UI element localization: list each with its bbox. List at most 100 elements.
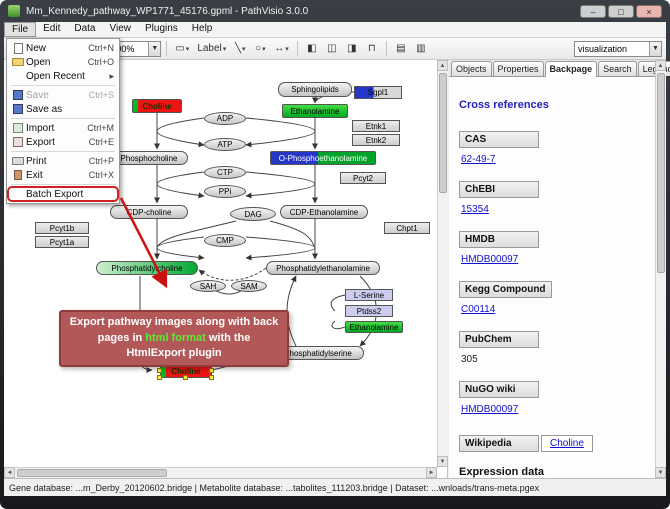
pathway-node-ptdss2[interactable]: Ptdss2 bbox=[345, 305, 393, 317]
tab-objects[interactable]: Objects bbox=[451, 61, 492, 76]
pathway-node-chpt1[interactable]: Chpt1 bbox=[384, 222, 430, 234]
menu-data[interactable]: Data bbox=[74, 23, 96, 34]
line-tool[interactable]: ╲▾ bbox=[231, 40, 249, 57]
xref-db-header: PubChem bbox=[459, 331, 539, 348]
selection-handle[interactable] bbox=[183, 375, 188, 380]
panel-vscroll-thumb[interactable] bbox=[657, 73, 665, 273]
pathway-node-phosphocholine[interactable]: Phosphocholine bbox=[110, 151, 188, 165]
selection-handle[interactable] bbox=[209, 368, 214, 373]
tab-backpage[interactable]: Backpage bbox=[544, 61, 598, 77]
pathway-node-phosphatidylcholine[interactable]: Phosphatidylcholine bbox=[96, 261, 198, 275]
pathway-node-sah[interactable]: SAH bbox=[190, 280, 226, 292]
pathway-node-ppi[interactable]: PPi bbox=[204, 185, 246, 198]
gene-product-tool[interactable]: ▭▾ bbox=[172, 40, 192, 57]
panel-scroll-up-icon[interactable]: ▲ bbox=[655, 60, 666, 71]
pathway-node-pcyt2[interactable]: Pcyt2 bbox=[340, 172, 386, 184]
close-button[interactable]: × bbox=[636, 4, 662, 18]
pathway-node-etnk1[interactable]: Etnk1 bbox=[352, 120, 400, 132]
pathway-node-o-phosphoethanolamine[interactable]: O-Phosphoethanolamine bbox=[270, 151, 376, 165]
chevron-down-icon[interactable]: ▼ bbox=[148, 41, 161, 56]
annotation-line-3: HtmlExport plugin bbox=[126, 347, 222, 360]
align-top-button[interactable]: ⊓ bbox=[363, 40, 381, 57]
zoom-combo[interactable]: 100%▼ bbox=[107, 40, 162, 57]
pathway-node-ethanolamine[interactable]: Ethanolamine bbox=[345, 321, 403, 333]
selection-handle[interactable] bbox=[157, 375, 162, 380]
pathway-node-atp[interactable]: ATP bbox=[204, 138, 246, 151]
pathway-node-ctp[interactable]: CTP bbox=[204, 166, 246, 179]
align-left-button[interactable]: ◧ bbox=[303, 40, 321, 57]
menu-view[interactable]: View bbox=[109, 23, 131, 34]
pathway-node-ethanolamine[interactable]: Ethanolamine bbox=[282, 104, 348, 118]
connector-icon: ↔ bbox=[274, 43, 285, 54]
pathway-node-phosphatidylserine[interactable]: Phosphatidylserine bbox=[272, 346, 364, 360]
file-menu-item-open-recent[interactable]: Open Recent▸ bbox=[8, 69, 118, 83]
pathway-node-sam[interactable]: SAM bbox=[231, 280, 267, 292]
pathway-node-cdp-choline[interactable]: CDP-choline bbox=[110, 205, 188, 219]
annotation-highlight: html format bbox=[145, 331, 206, 344]
panel-scroll-down-icon[interactable]: ▼ bbox=[655, 467, 666, 478]
pathway-node-cmp[interactable]: CMP bbox=[204, 234, 246, 247]
chevron-down-icon[interactable]: ▾ bbox=[262, 45, 266, 53]
xref-id-link[interactable]: C00114 bbox=[461, 304, 496, 315]
menu-separator bbox=[11, 85, 115, 86]
menu-file[interactable]: File bbox=[4, 22, 37, 37]
pathway-node-pcyt1b[interactable]: Pcyt1b bbox=[35, 222, 89, 234]
chevron-down-icon[interactable]: ▾ bbox=[222, 45, 227, 53]
titlebar[interactable]: Mm_Kennedy_pathway_WP1771_45176.gpml - P… bbox=[0, 0, 670, 22]
chevron-down-icon[interactable]: ▾ bbox=[242, 45, 246, 53]
canvas-vertical-scrollbar[interactable]: ▲ ▼ bbox=[437, 60, 448, 467]
tab-properties[interactable]: Properties bbox=[492, 61, 544, 76]
pathway-node-etnk2[interactable]: Etnk2 bbox=[352, 134, 400, 146]
chevron-down-icon[interactable]: ▾ bbox=[285, 45, 289, 53]
minimize-button[interactable]: – bbox=[580, 4, 606, 18]
stack-horizontal-button[interactable]: ▥ bbox=[412, 40, 430, 57]
chevron-down-icon[interactable]: ▼ bbox=[649, 41, 661, 56]
menu-plugins[interactable]: Plugins bbox=[144, 23, 178, 34]
maximize-button[interactable]: □ bbox=[608, 4, 634, 18]
align-right-button[interactable]: ◨ bbox=[343, 40, 361, 57]
file-menu-item-save-as[interactable]: Save as bbox=[8, 102, 118, 116]
xref-id-link[interactable]: Choline bbox=[541, 435, 593, 452]
shape-tool[interactable]: ○▾ bbox=[251, 40, 269, 57]
file-menu-item-batch-export[interactable]: Batch Export bbox=[7, 186, 119, 202]
pathway-node-pcyt1a[interactable]: Pcyt1a bbox=[35, 236, 89, 248]
pathway-node-cdp-ethanolamine[interactable]: CDP-Ethanolamine bbox=[280, 205, 368, 219]
scroll-left-icon[interactable]: ◄ bbox=[4, 467, 15, 478]
selection-handle[interactable] bbox=[209, 375, 214, 380]
align-center-button[interactable]: ◫ bbox=[323, 40, 341, 57]
pathway-node-phosphatidylethanolamine[interactable]: Phosphatidylethanolamine bbox=[266, 261, 380, 275]
stack-vertical-button[interactable]: ▤ bbox=[392, 40, 410, 57]
canvas-horizontal-scrollbar[interactable]: ◄ ► bbox=[4, 467, 437, 478]
chevron-down-icon[interactable]: ▾ bbox=[185, 45, 190, 53]
visualization-combo[interactable]: visualization▼ bbox=[574, 40, 662, 57]
panel-vertical-scrollbar[interactable]: ▲ ▼ bbox=[655, 60, 666, 478]
xref-id-link[interactable]: HMDB00097 bbox=[461, 404, 519, 415]
pathway-node-sphingolipids[interactable]: Sphingolipids bbox=[278, 82, 352, 97]
pathway-node-l-serine[interactable]: L-Serine bbox=[345, 289, 393, 301]
scroll-right-icon[interactable]: ► bbox=[426, 467, 437, 478]
xref-id-link[interactable]: 15354 bbox=[461, 204, 489, 215]
canvas-hscroll-thumb[interactable] bbox=[17, 469, 167, 477]
pathway-node-adp[interactable]: ADP bbox=[204, 112, 246, 125]
connector-tool[interactable]: ↔▾ bbox=[271, 40, 292, 57]
scroll-up-icon[interactable]: ▲ bbox=[437, 60, 448, 71]
tab-search[interactable]: Search bbox=[598, 61, 637, 76]
canvas-vscroll-thumb[interactable] bbox=[439, 73, 447, 193]
label-tool[interactable]: Label▾ bbox=[194, 40, 229, 57]
pathway-node-dag[interactable]: DAG bbox=[230, 207, 276, 221]
xref-id-link[interactable]: HMDB00097 bbox=[461, 254, 519, 265]
selection-handle[interactable] bbox=[157, 368, 162, 373]
xref-id-link[interactable]: 62-49-7 bbox=[461, 154, 496, 165]
menu-edit[interactable]: Edit bbox=[43, 23, 61, 34]
scroll-down-icon[interactable]: ▼ bbox=[437, 456, 448, 467]
pathway-node-sgpl1[interactable]: Sgpl1 bbox=[354, 86, 402, 99]
menu-help[interactable]: Help bbox=[191, 23, 213, 34]
pathway-node-choline[interactable]: Choline bbox=[132, 99, 182, 113]
